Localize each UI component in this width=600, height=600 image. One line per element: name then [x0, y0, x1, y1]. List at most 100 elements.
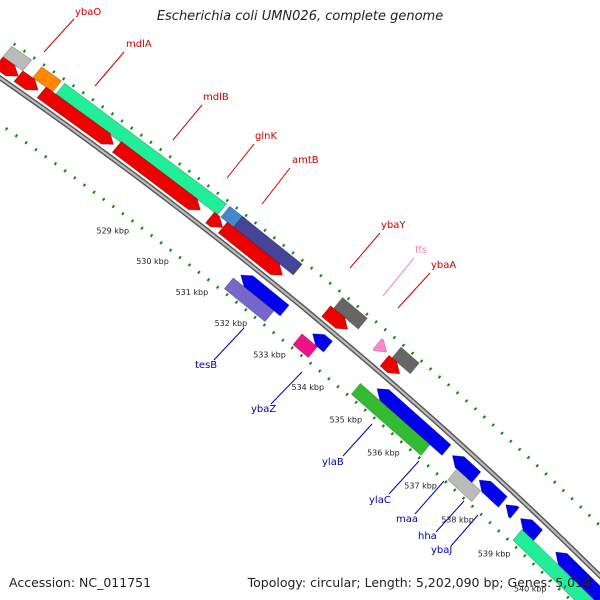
gene-arrow-body: [232, 215, 303, 276]
gene-label-hha: hha: [418, 500, 465, 542]
gene-arrow-body: [111, 140, 201, 211]
gene-feature-8: [232, 215, 303, 276]
gene-feature-28: [555, 551, 600, 600]
gene-feature-6: [111, 140, 201, 211]
tick-label-532: 532 kbp: [215, 319, 248, 328]
gene-arrow-body: [379, 354, 401, 375]
gene-feature-5: [36, 86, 115, 145]
gene-arrow-body: [321, 305, 349, 330]
gene-name: ylaC: [369, 495, 391, 506]
gene-name: mdlA: [126, 39, 152, 50]
gene-label-amtB: amtB: [261, 155, 319, 205]
gene-label-ylaC: ylaC: [369, 460, 420, 506]
gene-leader-line: [388, 460, 420, 495]
gene-name: glnK: [255, 131, 277, 142]
gene-feature-11: [333, 296, 368, 330]
gene-arrow-body: [204, 211, 224, 228]
gene-feature-21: [350, 382, 431, 456]
tick-label-534: 534 kbp: [291, 383, 324, 392]
outer-tick-ring: [12, 42, 600, 528]
gene-arrow-body: [555, 551, 600, 600]
gene-leader-line: [397, 272, 431, 309]
gene-feature-27: [512, 528, 596, 600]
gene-feature-23: [478, 479, 508, 508]
gene-leader-line: [270, 371, 303, 405]
gene-leader-line: [172, 104, 203, 141]
gene-name: hha: [418, 531, 437, 542]
gene-label-ybaA: ybaA: [397, 260, 456, 309]
gene-feature-24: [447, 468, 482, 503]
gene-arrow-body: [350, 382, 431, 456]
gene-arrow-body: [451, 455, 482, 484]
gene-label-mdlA: mdlA: [94, 39, 152, 87]
gene-arrow-body: [505, 504, 520, 519]
tick-label-530: 530 kbp: [136, 257, 169, 266]
gene-leader-line: [349, 232, 381, 269]
gene-feature-13: [372, 338, 388, 353]
gene-label-maa: maa: [396, 480, 445, 525]
gene-leader-line: [435, 500, 465, 533]
gene-feature-4: [13, 70, 39, 91]
gene-label-glnK: glnK: [226, 131, 277, 179]
gene-feature-1: [32, 66, 63, 93]
tick-label-539: 539 kbp: [478, 550, 511, 559]
gene-feature-19: [292, 333, 318, 359]
gene-feature-26: [519, 518, 544, 542]
gene-name: ybaA: [431, 260, 456, 271]
map-title: Escherichia coli UMN026, complete genome: [156, 9, 444, 24]
gene-leader-line: [213, 327, 245, 361]
gene-name: ffs: [415, 245, 427, 256]
gene-arrow-body: [55, 82, 228, 216]
gene-leader-line: [414, 480, 445, 515]
gene-arrow-body: [333, 296, 368, 330]
gene-leader-line: [382, 257, 415, 297]
gene-label-ybaZ: ybaZ: [251, 371, 303, 415]
gene-feature-14: [391, 346, 420, 375]
gene-label-ybaY: ybaY: [349, 220, 406, 269]
accession-text: Accession: NC_011751: [9, 575, 152, 590]
gene-arrow-body: [376, 388, 452, 456]
gene-leader-line: [94, 51, 125, 87]
gene-feature-16: [240, 274, 290, 317]
gene-name: maa: [396, 514, 418, 525]
topology-text: Topology: circular; Length: 5,202,090 bp…: [247, 575, 591, 590]
gene-label-ffs: ffs: [382, 245, 427, 297]
gene-name: ybaJ: [431, 545, 452, 556]
gene-arrow-body: [372, 338, 388, 353]
gene-arrow-body: [13, 70, 39, 91]
tick-label-536: 536 kbp: [367, 448, 400, 457]
gene-feature-25: [505, 504, 520, 519]
gene-arrow-body: [519, 518, 544, 542]
gene-arrow-body: [512, 528, 596, 600]
inner-tick-ring: [0, 122, 573, 600]
tick-label-540: 540 kbp: [514, 584, 547, 593]
gene-name: ylaB: [322, 457, 344, 468]
gene-arrow-body: [240, 274, 290, 317]
gene-leader-line: [261, 167, 291, 205]
gene-feature-3: [0, 56, 19, 77]
tick-label-537: 537 kbp: [404, 482, 437, 491]
gene-name: ybaO: [75, 7, 101, 18]
gene-feature-18: [312, 333, 334, 353]
gene-label-ybaJ: ybaJ: [431, 514, 479, 556]
gene-feature-2: [55, 82, 228, 216]
gene-feature-15: [379, 354, 401, 375]
gene-name: mdlB: [203, 92, 229, 103]
gene-name: amtB: [292, 155, 319, 166]
tick-label-531: 531 kbp: [176, 288, 209, 297]
gene-leader-line: [342, 423, 373, 457]
gene-leader-line: [450, 514, 479, 547]
tick-label-538: 538 kbp: [441, 516, 474, 525]
gene-arrow-body: [32, 66, 63, 93]
gene-arrow-body: [36, 86, 115, 145]
gene-feature-9: [204, 211, 224, 228]
gene-feature-17: [223, 277, 275, 323]
gene-label-ylaB: ylaB: [322, 423, 373, 468]
gene-feature-10: [217, 221, 284, 276]
gene-name: tesB: [195, 360, 217, 371]
gene-leader-line: [226, 143, 255, 179]
gene-feature-22: [451, 455, 482, 484]
gene-label-mdlB: mdlB: [172, 92, 229, 141]
